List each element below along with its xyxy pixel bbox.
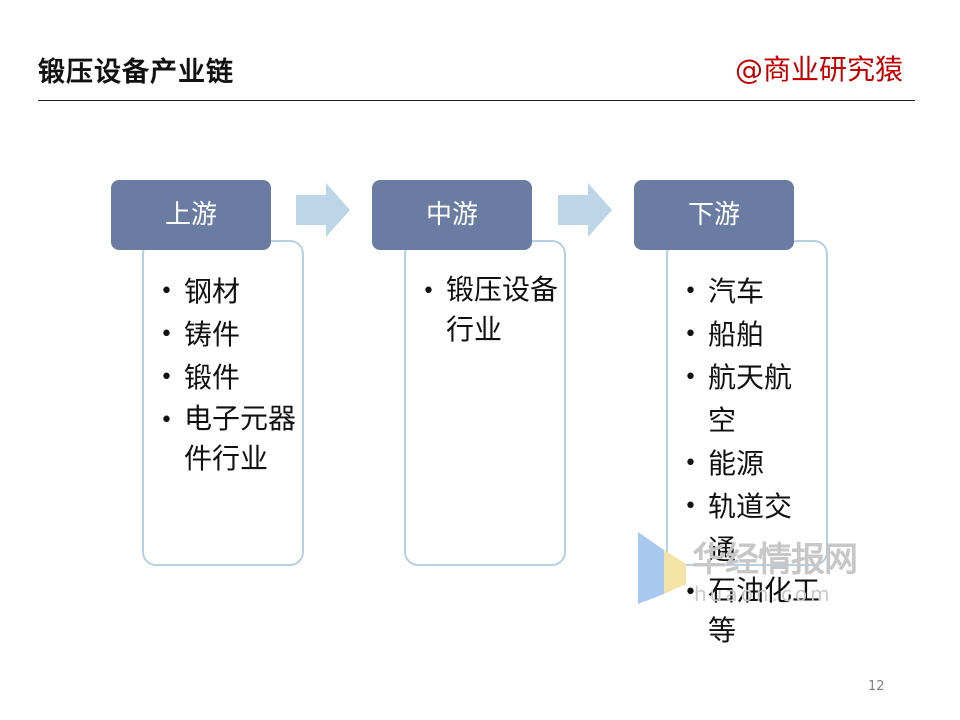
upstream-box: 钢材 铸件 锻件 电子元器件行业 — [142, 240, 304, 566]
downstream-item: 航天航空 — [680, 356, 818, 442]
brand-label: @商业研究猿 — [734, 53, 903, 86]
midstream-stage: 中游 — [372, 180, 532, 250]
watermark-name: 华经情报网 — [692, 540, 858, 580]
flow-arrow-icon — [558, 183, 612, 237]
upstream-stage: 上游 — [111, 180, 271, 250]
midstream-box: 锻压设备行业 — [404, 240, 566, 566]
downstream-item: 汽车 — [680, 270, 818, 313]
midstream-item: 锻压设备行业 — [418, 270, 558, 350]
upstream-item: 钢材 — [156, 270, 294, 313]
watermark-url: huaon.com — [694, 582, 833, 606]
downstream-box: 汽车 船舶 航天航空 能源 轨道交通 石油化工等 — [666, 240, 828, 647]
upstream-item: 锻件 — [156, 356, 294, 399]
downstream-stage: 下游 — [634, 180, 794, 250]
title-divider — [38, 100, 915, 101]
downstream-item: 船舶 — [680, 313, 818, 356]
upstream-item: 电子元器件行业 — [156, 399, 296, 479]
downstream-item: 轨道交通 — [680, 485, 818, 571]
flow-arrow-icon — [296, 183, 350, 237]
page-number: 12 — [868, 679, 885, 694]
upstream-item: 铸件 — [156, 313, 294, 356]
slide-title: 锻压设备产业链 — [38, 57, 234, 88]
watermark-logo-icon — [638, 532, 686, 604]
downstream-item: 石油化工等 — [680, 571, 820, 651]
downstream-item: 能源 — [680, 442, 818, 485]
